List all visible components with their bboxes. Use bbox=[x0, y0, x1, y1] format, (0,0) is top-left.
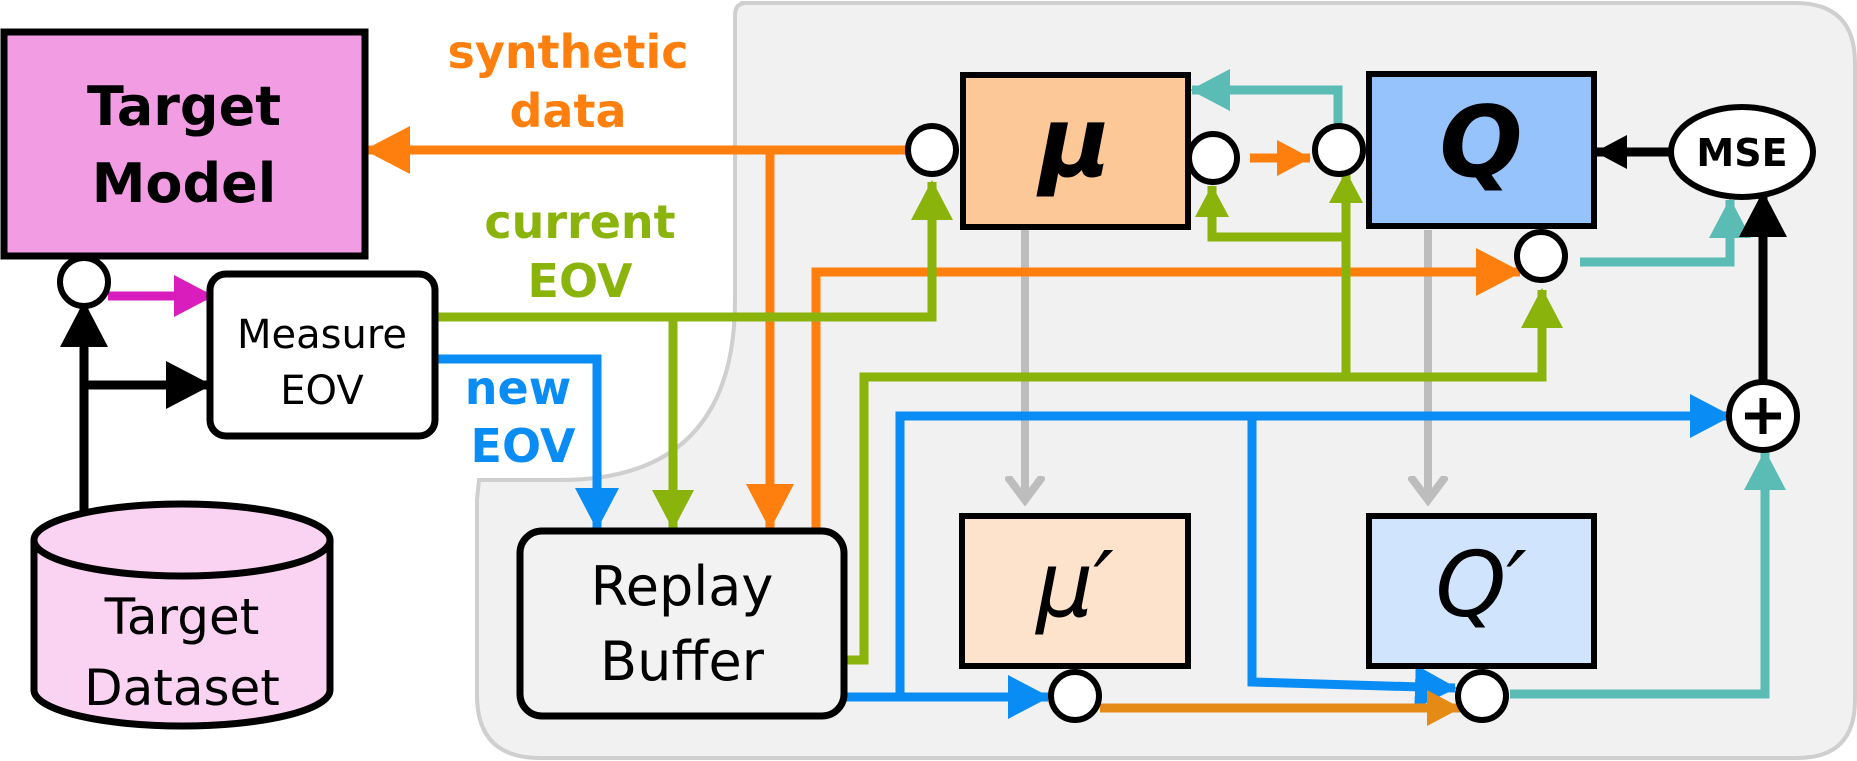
replay-buffer-line2: Buffer bbox=[600, 630, 765, 693]
current-eov-label: current EOV bbox=[484, 195, 675, 308]
svg-text:synthetic: synthetic bbox=[447, 25, 688, 79]
measure-eov-node: Measure EOV bbox=[206, 270, 439, 440]
actor-node: μ bbox=[960, 72, 1191, 230]
target-actor-label: μ′ bbox=[1034, 533, 1114, 638]
target-actor-node: μ′ bbox=[959, 513, 1191, 669]
svg-text:new: new bbox=[465, 361, 571, 415]
svg-text:current: current bbox=[484, 195, 675, 249]
critic-node: Q bbox=[1366, 71, 1597, 229]
target-critic-port bbox=[1455, 669, 1509, 723]
target-model-node: Target Model bbox=[0, 28, 369, 260]
black-edges bbox=[60, 135, 1787, 512]
replay-buffer-node: Replay Buffer bbox=[516, 527, 848, 720]
critic-output-port bbox=[1514, 229, 1568, 283]
target-model-port bbox=[57, 255, 111, 309]
actor-output-port bbox=[1186, 131, 1240, 185]
synthetic-data-label: synthetic data bbox=[447, 25, 688, 138]
synthetic-data-edges bbox=[364, 126, 1522, 530]
mse-label: MSE bbox=[1696, 131, 1787, 175]
new-eov-edges bbox=[438, 354, 1732, 719]
svg-text:data: data bbox=[510, 84, 627, 138]
actor-input-port bbox=[905, 123, 959, 177]
target-dataset-line2: Dataset bbox=[84, 659, 280, 717]
sum-node bbox=[1726, 379, 1800, 453]
actor-label: μ bbox=[1036, 86, 1111, 200]
mse-node: MSE bbox=[1668, 104, 1816, 200]
measure-eov-line1: Measure bbox=[237, 312, 407, 358]
target-actor-port bbox=[1048, 669, 1102, 723]
critic-label: Q bbox=[1439, 86, 1522, 200]
current-eov-edges bbox=[438, 171, 1563, 665]
measure-eov-line2: EOV bbox=[280, 368, 364, 414]
target-model-line1: Target bbox=[87, 75, 281, 138]
svg-text:EOV: EOV bbox=[528, 254, 633, 308]
target-dataset-node: Target Dataset bbox=[30, 500, 334, 730]
svg-text:EOV: EOV bbox=[471, 419, 576, 473]
critic-input-port bbox=[1312, 123, 1366, 177]
target-critic-label: Q′ bbox=[1435, 533, 1526, 638]
target-dataset-line1: Target bbox=[104, 588, 260, 646]
target-model-line2: Model bbox=[92, 152, 277, 215]
teal-edges bbox=[1190, 69, 1786, 699]
replay-buffer-line1: Replay bbox=[591, 555, 774, 618]
port-circles bbox=[57, 123, 1568, 723]
new-eov-label: new EOV bbox=[465, 361, 576, 473]
target-critic-node: Q′ bbox=[1366, 513, 1597, 669]
